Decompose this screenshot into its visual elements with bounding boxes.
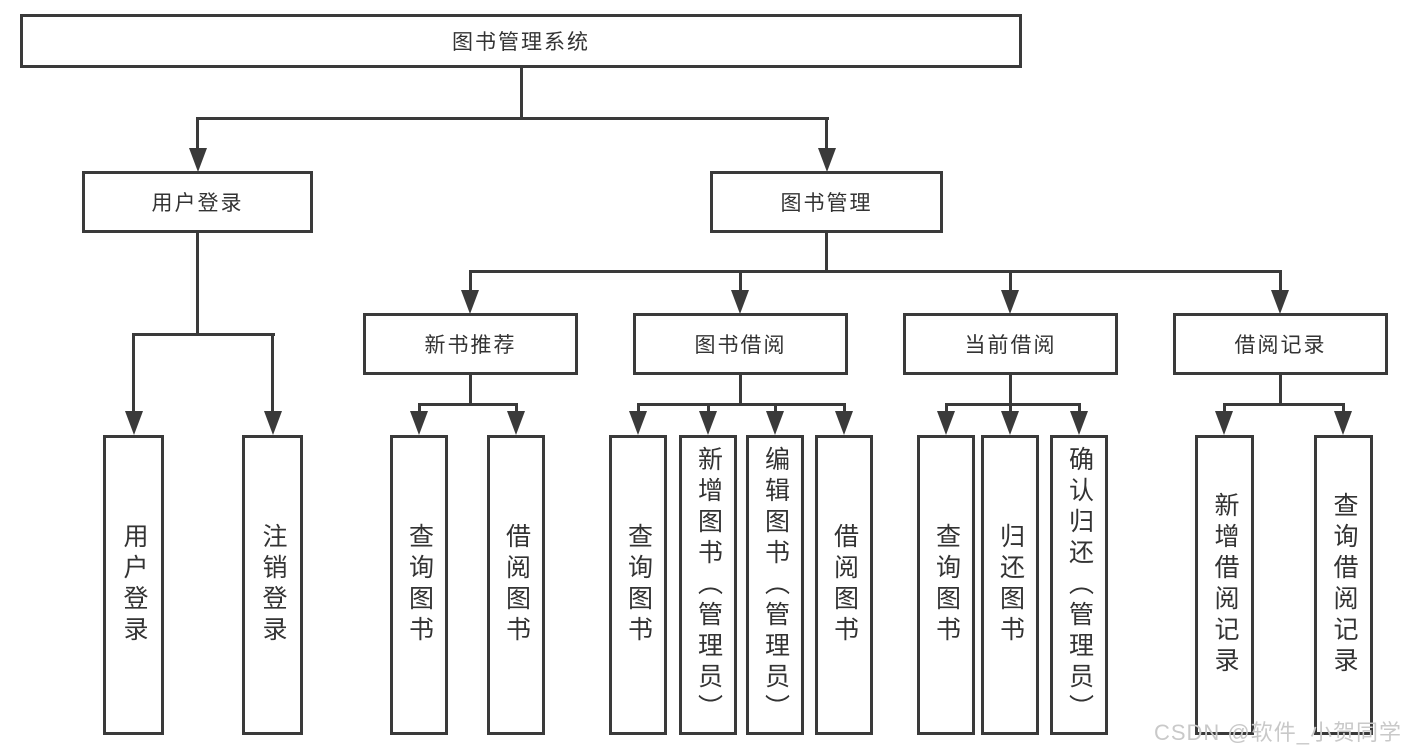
connector-line bbox=[825, 117, 828, 151]
connector-line bbox=[707, 403, 710, 415]
node-leaf-br-query-record: 查询借阅记录 bbox=[1314, 435, 1373, 735]
node-leaf-bb-query-books: 查询图书 bbox=[609, 435, 667, 735]
connector-line bbox=[469, 270, 1282, 273]
csdn-watermark: CSDN @软件_小贺同学 bbox=[1153, 720, 1402, 745]
connector-line bbox=[1223, 403, 1226, 415]
connector-line bbox=[418, 403, 518, 406]
connector-line bbox=[843, 403, 846, 415]
arrow-down-icon bbox=[699, 411, 717, 435]
arrow-down-icon bbox=[1070, 411, 1088, 435]
node-leaf-bb-query-books-label: 查询图书 bbox=[624, 523, 653, 647]
arrow-down-icon bbox=[410, 411, 428, 435]
node-leaf-cb-query-books: 查询图书 bbox=[917, 435, 975, 735]
node-leaf-rec-query-books: 查询图书 bbox=[390, 435, 448, 735]
connector-line bbox=[515, 403, 518, 415]
node-leaf-bb-borrow-books-label: 借阅图书 bbox=[830, 523, 859, 647]
node-leaf-bb-borrow-books: 借阅图书 bbox=[815, 435, 873, 735]
node-library-management-system: 图书管理系统 bbox=[20, 14, 1022, 68]
node-leaf-cb-confirm-return-admin: 确认归还（管理员） bbox=[1050, 435, 1108, 735]
connector-line bbox=[469, 270, 472, 292]
node-user-login-group: 用户登录 bbox=[82, 171, 313, 233]
connector-line bbox=[1223, 403, 1345, 406]
arrow-down-icon bbox=[766, 411, 784, 435]
arrow-down-icon bbox=[818, 148, 836, 172]
connector-line bbox=[825, 233, 828, 273]
node-leaf-rec-query-books-label: 查询图书 bbox=[405, 523, 434, 647]
node-new-book-recommendation: 新书推荐 bbox=[363, 313, 578, 375]
node-new-book-recommendation-label: 新书推荐 bbox=[424, 334, 517, 357]
arrow-down-icon bbox=[1334, 411, 1352, 435]
node-leaf-bb-add-books-admin-label: 新增图书（管理员） bbox=[694, 445, 723, 725]
node-borrowing-records: 借阅记录 bbox=[1173, 313, 1388, 375]
node-leaf-user-login-label: 用户登录 bbox=[120, 523, 148, 647]
connector-line bbox=[1009, 403, 1012, 415]
connector-line bbox=[196, 117, 199, 151]
node-current-borrowing: 当前借阅 bbox=[903, 313, 1118, 375]
node-book-borrowing: 图书借阅 bbox=[633, 313, 848, 375]
node-book-management-label: 图书管理 bbox=[780, 192, 873, 215]
connector-line bbox=[196, 117, 829, 120]
node-leaf-br-query-record-label: 查询借阅记录 bbox=[1330, 492, 1358, 678]
node-leaf-user-login: 用户登录 bbox=[103, 435, 164, 735]
connector-line bbox=[1009, 375, 1012, 406]
arrow-down-icon bbox=[125, 411, 143, 435]
node-book-borrowing-label: 图书借阅 bbox=[694, 334, 787, 357]
arrow-down-icon bbox=[835, 411, 853, 435]
arrow-down-icon bbox=[1001, 290, 1019, 314]
node-leaf-rec-borrow-books-label: 借阅图书 bbox=[502, 523, 531, 647]
node-current-borrowing-label: 当前借阅 bbox=[964, 334, 1057, 357]
arrow-down-icon bbox=[1001, 411, 1019, 435]
connector-line bbox=[945, 403, 948, 415]
connector-line bbox=[469, 375, 472, 406]
connector-line bbox=[520, 67, 523, 119]
connector-line bbox=[637, 403, 640, 415]
arrow-down-icon bbox=[1271, 290, 1289, 314]
connector-line bbox=[196, 233, 199, 336]
connector-line bbox=[945, 403, 1081, 406]
node-leaf-cb-query-books-label: 查询图书 bbox=[932, 523, 961, 647]
node-library-management-system-label: 图书管理系统 bbox=[452, 31, 590, 54]
arrow-down-icon bbox=[629, 411, 647, 435]
connector-line bbox=[132, 333, 135, 413]
node-leaf-cb-confirm-return-admin-label: 确认归还（管理员） bbox=[1065, 445, 1094, 725]
node-user-login-group-label: 用户登录 bbox=[151, 192, 244, 215]
arrow-down-icon bbox=[731, 290, 749, 314]
node-leaf-bb-edit-books-admin-label: 编辑图书（管理员） bbox=[761, 445, 790, 725]
node-leaf-rec-borrow-books: 借阅图书 bbox=[487, 435, 545, 735]
node-leaf-cb-return-books-label: 归还图书 bbox=[996, 523, 1025, 647]
node-leaf-bb-add-books-admin: 新增图书（管理员） bbox=[679, 435, 737, 735]
connector-line bbox=[739, 375, 742, 406]
node-leaf-br-add-record-label: 新增借阅记录 bbox=[1211, 492, 1239, 678]
connector-line bbox=[1279, 270, 1282, 292]
connector-line bbox=[774, 403, 777, 415]
connector-line bbox=[271, 333, 274, 413]
connector-line bbox=[1078, 403, 1081, 415]
connector-line bbox=[418, 403, 421, 415]
node-leaf-cb-return-books: 归还图书 bbox=[981, 435, 1039, 735]
connector-line bbox=[132, 333, 275, 336]
arrow-down-icon bbox=[189, 148, 207, 172]
connector-line bbox=[637, 403, 846, 406]
connector-line bbox=[1009, 270, 1012, 292]
node-leaf-logout-login-label: 注销登录 bbox=[259, 523, 287, 647]
node-leaf-br-add-record: 新增借阅记录 bbox=[1195, 435, 1254, 735]
arrow-down-icon bbox=[507, 411, 525, 435]
node-book-management: 图书管理 bbox=[710, 171, 943, 233]
arrow-down-icon bbox=[264, 411, 282, 435]
arrow-down-icon bbox=[461, 290, 479, 314]
node-leaf-logout-login: 注销登录 bbox=[242, 435, 303, 735]
connector-line bbox=[739, 270, 742, 292]
connector-line bbox=[1342, 403, 1345, 415]
arrow-down-icon bbox=[1215, 411, 1233, 435]
node-borrowing-records-label: 借阅记录 bbox=[1234, 334, 1327, 357]
arrow-down-icon bbox=[937, 411, 955, 435]
connector-line bbox=[1279, 375, 1282, 406]
node-leaf-bb-edit-books-admin: 编辑图书（管理员） bbox=[746, 435, 804, 735]
